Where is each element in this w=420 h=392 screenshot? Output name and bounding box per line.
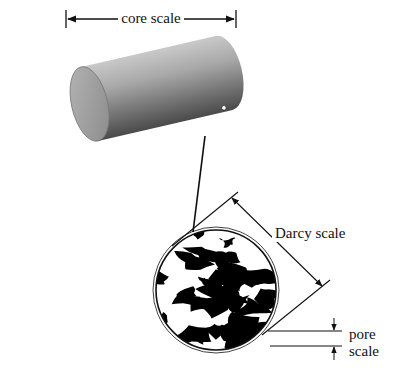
pore-grain: [212, 284, 240, 307]
pore-grain: [221, 312, 260, 344]
pore-dimension: [268, 318, 342, 360]
core-cylinder: [64, 32, 251, 145]
pore-grain: [172, 294, 201, 305]
pore-grain: [174, 251, 215, 270]
pore-grain: [149, 334, 170, 348]
core-dimension: [66, 10, 236, 28]
pore-structure: [146, 227, 295, 364]
pore-grain: [219, 238, 236, 248]
pore-grain: [246, 334, 295, 364]
pore-grain: [150, 312, 167, 327]
pore-grain: [252, 305, 265, 313]
pore-grain: [240, 269, 285, 288]
core-scale-label: core scale: [118, 10, 184, 27]
pore-grain: [156, 232, 172, 248]
pore-scale-label: pore scale: [346, 326, 392, 361]
darcy-dimension: [172, 192, 330, 335]
zoom-leader: [193, 136, 205, 232]
darcy-circle: [156, 230, 276, 350]
pore-grain: [215, 251, 241, 270]
darcy-scale-label: Darcy scale: [272, 225, 348, 242]
